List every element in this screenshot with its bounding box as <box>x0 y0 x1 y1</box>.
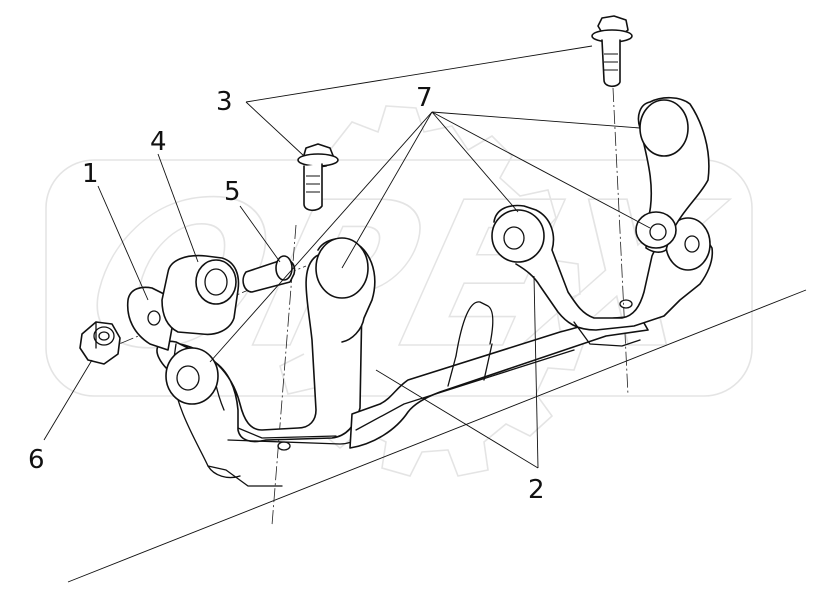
part-3-bolt-front <box>297 143 339 212</box>
callout-3: 3 <box>216 87 233 117</box>
leader-lines <box>43 45 651 469</box>
center-line-rear-bolt <box>612 87 629 396</box>
callout-7: 7 <box>416 83 433 113</box>
bracket-rear-ear-right-hole <box>684 235 700 253</box>
bracket-cross-bar <box>349 301 649 449</box>
callout-6: 6 <box>28 445 45 475</box>
callout-2: 2 <box>528 475 545 505</box>
bracket-rear-ear-left <box>491 209 545 263</box>
part-4-sleeve <box>161 254 240 336</box>
bracket-rear-tab-disc <box>639 99 689 157</box>
bracket-front <box>156 237 399 487</box>
bracket-rear <box>491 96 714 347</box>
part-6-nut <box>79 321 121 365</box>
callout-labels: 1 4 5 3 7 6 2 <box>28 83 545 505</box>
bracket-front-ear <box>165 347 219 405</box>
callout-5: 5 <box>224 177 241 207</box>
callout-1: 1 <box>82 159 99 189</box>
bracket-front-ear-hole <box>176 365 200 391</box>
callout-4: 4 <box>150 127 167 157</box>
bracket-rear-ear-left-hole <box>503 226 525 250</box>
frame-reference-line <box>67 289 807 583</box>
part-3-bolt-rear <box>591 15 633 88</box>
